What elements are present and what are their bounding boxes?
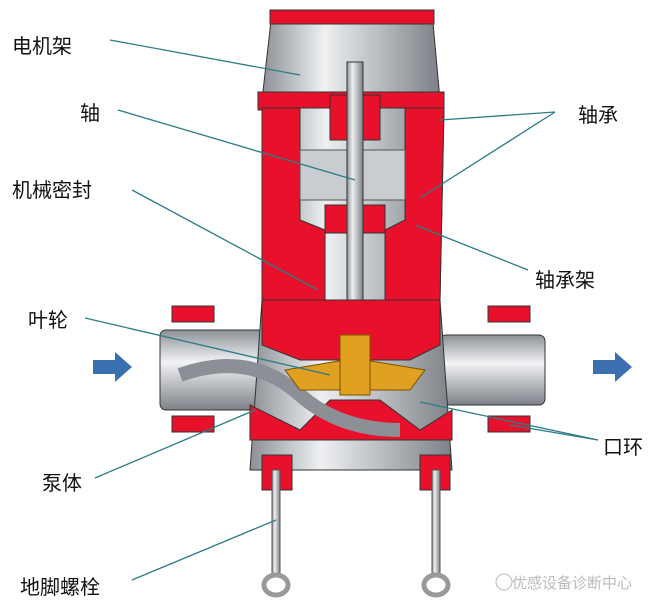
watermark: 优感设备诊断中心 [512, 574, 633, 592]
label-wear-ring: 口环 [603, 435, 643, 459]
outlet-arrow-icon [593, 352, 632, 382]
label-bearing-frame: 轴承架 [535, 268, 595, 292]
label-impeller: 叶轮 [28, 308, 68, 332]
motor-frame [257, 9, 445, 111]
label-anchor-bolt: 地脚螺栓 [20, 575, 100, 599]
anchor-bolt-left [261, 469, 291, 598]
label-mechanical-seal: 机械密封 [12, 178, 92, 202]
inlet-arrow-icon [93, 352, 132, 382]
anchor-bolt-right [421, 469, 451, 598]
label-motor-frame: 电机架 [12, 34, 72, 58]
impeller-hub [339, 334, 371, 396]
watermark-logo-icon [495, 573, 513, 591]
label-pump-body: 泵体 [42, 471, 82, 495]
label-bearing: 轴承 [578, 103, 618, 127]
label-shaft: 轴 [80, 101, 100, 125]
leader-lines [84, 39, 599, 581]
